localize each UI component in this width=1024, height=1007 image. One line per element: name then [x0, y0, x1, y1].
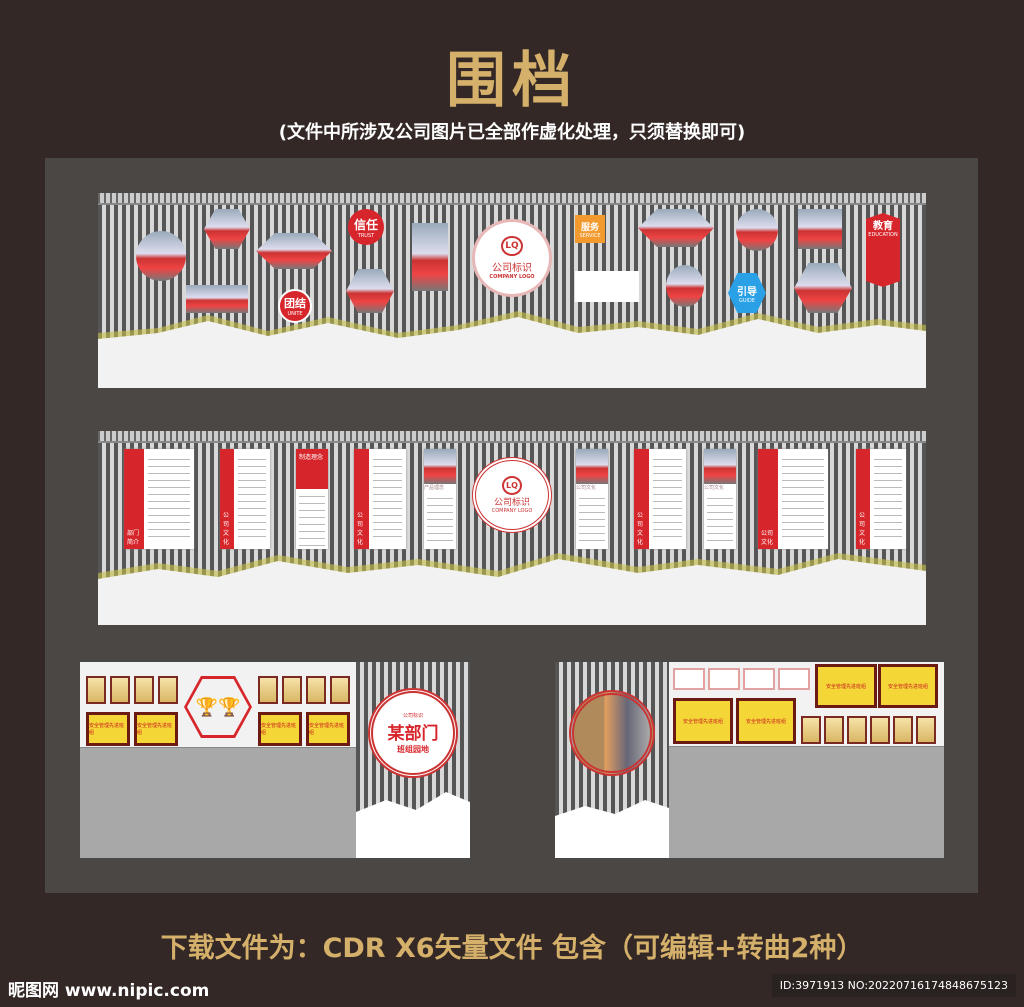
culture-board: 部门简介: [124, 449, 194, 549]
certificate: [306, 676, 326, 704]
certificate: [743, 668, 775, 690]
culture-board: 公司文化: [354, 449, 406, 549]
certificate: [282, 676, 302, 704]
honor-plaque: 安全管理先进班组: [306, 712, 350, 746]
honor-plaque: 安全管理先进班组: [815, 664, 877, 708]
page-subtitle: (文件中所涉及公司图片已全部作虚化处理，只须替换即可): [278, 122, 746, 143]
blank-sign: [575, 271, 639, 302]
truck-photo: [204, 209, 250, 249]
certificate: [824, 716, 844, 744]
truck-photo: [794, 263, 852, 313]
honor-plaque: 安全管理先进班组: [258, 712, 302, 746]
city-photo-circle: [569, 690, 655, 776]
hoarding-panel-4: 安全管理先进班组 安全管理先进班组 安全管理先进班组 安全管理先进班组: [555, 662, 944, 858]
culture-board: 公司文化: [576, 449, 608, 549]
culture-board: 公司文化: [704, 449, 736, 549]
truck-photo: [798, 209, 842, 249]
truck-photo: [736, 209, 778, 251]
certificate: [134, 676, 154, 704]
truck-photo: [346, 269, 394, 313]
truck-photo: [666, 265, 704, 307]
certificate: [330, 676, 350, 704]
certificate: [893, 716, 913, 744]
honor-plaque: 安全管理先进班组: [736, 698, 796, 744]
honor-plaque: 安全管理先进班组: [134, 712, 178, 746]
trophy-icon: 🏆🏆: [187, 679, 249, 735]
mountain-silhouette: [98, 553, 926, 625]
certificate: [258, 676, 278, 704]
team-garden-sign: 公司标识 某部门 班组园地: [368, 688, 458, 778]
honor-plaque: 安全管理先进班组: [86, 712, 130, 746]
image-id: ID:3971913 NO:20220716174848675123: [771, 974, 1016, 997]
company-logo-circle: LQ 公司标识 COMPANY LOGO: [472, 219, 552, 297]
page-title: 围档: [446, 46, 578, 116]
culture-board: 公司文化: [634, 449, 686, 549]
certificate: [110, 676, 130, 704]
download-info: 下载文件为：CDR X6矢量文件 包含（可编辑+转曲2种）: [160, 933, 864, 964]
company-logo-circle: LQ 公司标识 COMPANY LOGO: [472, 457, 552, 533]
trophy-display: 🏆🏆: [184, 676, 252, 738]
hoarding-panel-3: 安全管理先进班组 安全管理先进班组 🏆🏆 安全管理先进班组 安全管理先进班组 公…: [80, 662, 470, 858]
truck-photo: [638, 209, 714, 247]
certificate: [673, 668, 705, 690]
certificate: [916, 716, 936, 744]
culture-board: 公司文化: [856, 449, 906, 549]
truck-photo: [136, 231, 186, 281]
truck-photo: [186, 285, 248, 313]
culture-board: 公司文化: [758, 449, 828, 549]
honor-plaque: 安全管理先进班组: [673, 698, 733, 744]
certificate: [801, 716, 821, 744]
certificate: [86, 676, 106, 704]
mountain-silhouette: [98, 311, 926, 388]
certificate: [158, 676, 178, 704]
certificate: [870, 716, 890, 744]
culture-board: 产品理念: [424, 449, 456, 549]
watermark-site: 昵图网 www.nipic.com: [8, 981, 210, 1001]
honor-plaque: 安全管理先进班组: [878, 664, 938, 708]
culture-board: 制造理念: [296, 449, 328, 549]
hoarding-panel-2: 部门简介 公司文化 制造理念 公司文化 产品理念 LQ 公司标识 COMPANY…: [98, 431, 926, 625]
certificate: [778, 668, 810, 690]
truck-photo: [412, 223, 448, 291]
certificate: [708, 668, 740, 690]
culture-board: 公司文化: [220, 449, 270, 549]
certificate: [847, 716, 867, 744]
